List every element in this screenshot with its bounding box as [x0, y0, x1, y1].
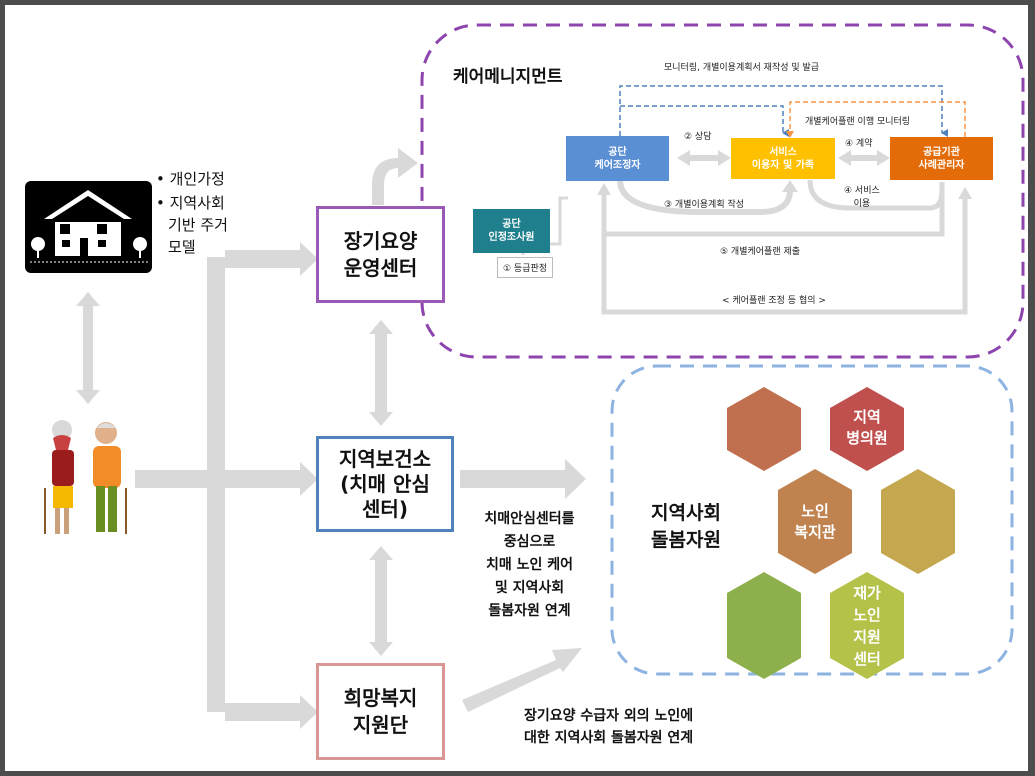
health-resource-arrow — [460, 459, 586, 499]
branch-arrow-health — [225, 462, 318, 496]
gray-arrows — [76, 148, 586, 729]
step-4-contract-label: ④ 계약 — [845, 139, 873, 149]
dementia-caption: 치매안심센터를 중심으로 치매 노인 케어 및 지역사회 돌봄자원 연계 — [484, 511, 575, 619]
ltc-center-box: 장기요양 운영센터 — [316, 206, 445, 303]
bullet-item: • 지역사회 — [156, 194, 225, 212]
hex-green — [727, 572, 801, 679]
hex-label-clinic: 지역 병의원 — [846, 408, 888, 447]
adjustment-label: < 케어플랜 조정 등 협의 > — [718, 293, 830, 306]
hex-label-home-support: 재가 노인 지원 센터 — [853, 584, 881, 668]
inspector-box: 공단 인정조사원 — [473, 209, 550, 253]
house-couple-arrow — [76, 292, 100, 404]
bullet-continuation: 모델 — [168, 238, 196, 256]
resources-title: 지역사회 돌봄자원 — [651, 502, 721, 551]
house-bullet-list: • 개인가정 • 지역사회 기반 주거 모델 — [156, 168, 228, 258]
elderly-couple-icon — [44, 420, 127, 534]
ltc-health-arrow — [369, 320, 393, 426]
step-3-label: ③ 개별이용계획 작성 — [664, 200, 745, 210]
adjust-loop — [601, 196, 968, 315]
step-4-service-label: ④ 서비스 이용 — [844, 186, 880, 209]
plan-submit-line — [601, 182, 945, 237]
step-2-label: ② 상담 — [684, 132, 712, 142]
bullet-continuation: 기반 주거 — [168, 216, 228, 234]
hex-label-welfare: 노인 복지관 — [794, 502, 836, 541]
hex-clinic — [830, 387, 904, 471]
hexagon-cluster — [727, 387, 955, 679]
hex-brown — [727, 387, 801, 471]
hope-center-box: 희망복지 지원단 — [316, 663, 445, 760]
couple-trunk-connector — [135, 470, 225, 488]
hex-welfare — [778, 469, 852, 574]
step-1-label: ① 등급판정 — [497, 257, 554, 278]
plan-arc — [617, 179, 793, 215]
care-management-region — [420, 23, 1025, 359]
branch-arrow-hope — [225, 695, 318, 729]
bullet-item: • 개인가정 — [156, 170, 225, 188]
ltc-care-arrow — [372, 148, 418, 205]
hope-resource-arrow — [462, 648, 582, 712]
health-hope-arrow — [369, 546, 393, 656]
service-user-box: 서비스 이용자 및 가족 — [731, 138, 835, 179]
provider-box: 공급기관 사례관리자 — [890, 137, 993, 180]
care-plan-monitoring-note: 개별케어플랜 이행 모니터링 — [805, 117, 911, 127]
branch-arrow-ltc — [225, 242, 318, 276]
blue-monitor-lines — [619, 85, 948, 137]
resource-region — [610, 364, 1014, 676]
top-monitoring-note: 모니터링, 개별이용계획서 재작성 및 발급 — [664, 63, 820, 73]
orange-monitor-lines — [789, 101, 966, 137]
house-icon — [25, 181, 152, 273]
hope-caption: 장기요양 수급자 외의 노인에 대한 지역사회 돌봄자원 연계 — [524, 708, 694, 746]
care-mgmt-title: 케어메니지먼트 — [453, 67, 563, 87]
hex-home — [830, 572, 904, 679]
hex-olive — [881, 469, 955, 574]
main-trunk — [207, 257, 225, 712]
step-5-label: ⑤ 개별케어플랜 제출 — [720, 247, 801, 257]
orange-arrowhead — [786, 131, 794, 138]
flow-gray-arrows — [677, 150, 890, 166]
health-center-box: 지역보건소 (치매 안심 센터) — [316, 436, 454, 532]
coordinator-box: 공단 케어조정자 — [566, 136, 669, 181]
